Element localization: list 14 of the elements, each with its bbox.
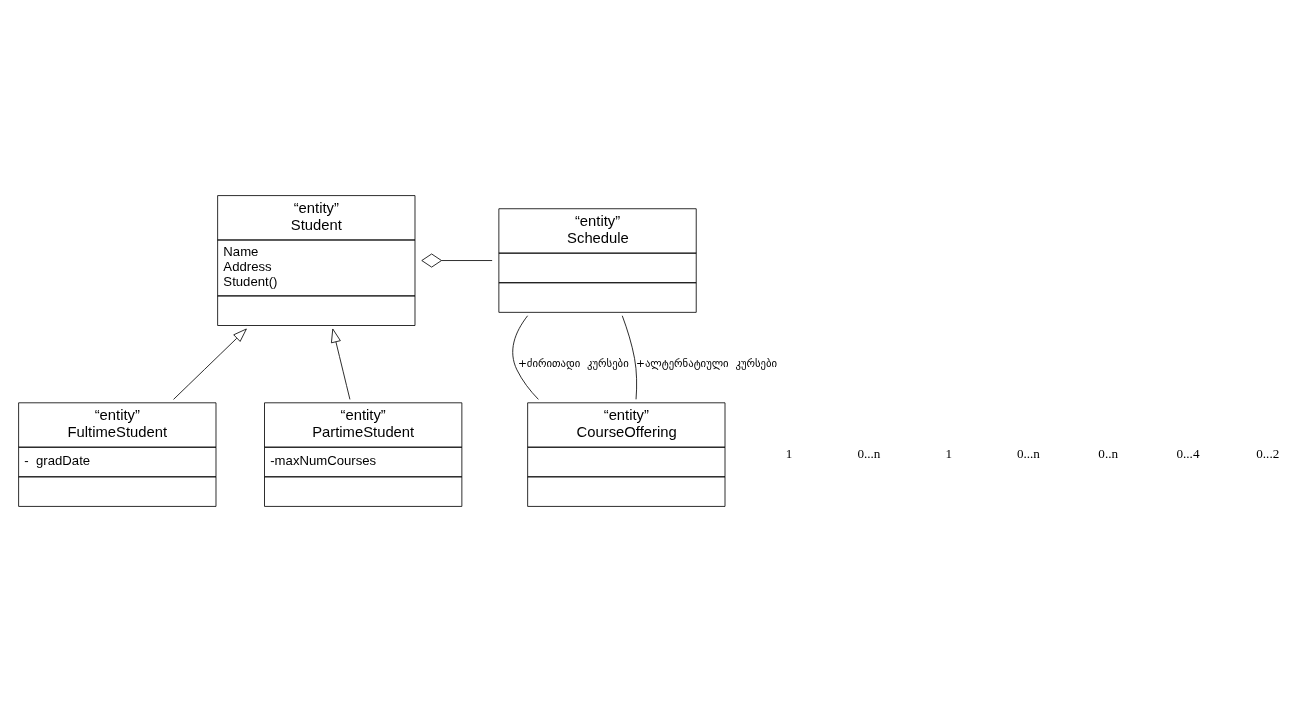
label: 1	[945, 445, 952, 461]
label: 0...4	[1176, 445, 1200, 461]
label: 0...n	[857, 445, 881, 461]
label: 0...2	[1256, 445, 1280, 461]
label: 1	[785, 445, 793, 461]
connector	[421, 253, 493, 268]
connector	[512, 314, 539, 400]
label: 0..n	[1098, 445, 1119, 461]
label: 0...n	[1016, 445, 1040, 461]
edge-label: +ძირითადი კურსები	[517, 356, 629, 370]
edge-label: +ალტერნატიული კურსები	[635, 356, 778, 370]
arrow	[173, 328, 247, 400]
arrow	[331, 328, 351, 400]
connector	[621, 314, 638, 400]
